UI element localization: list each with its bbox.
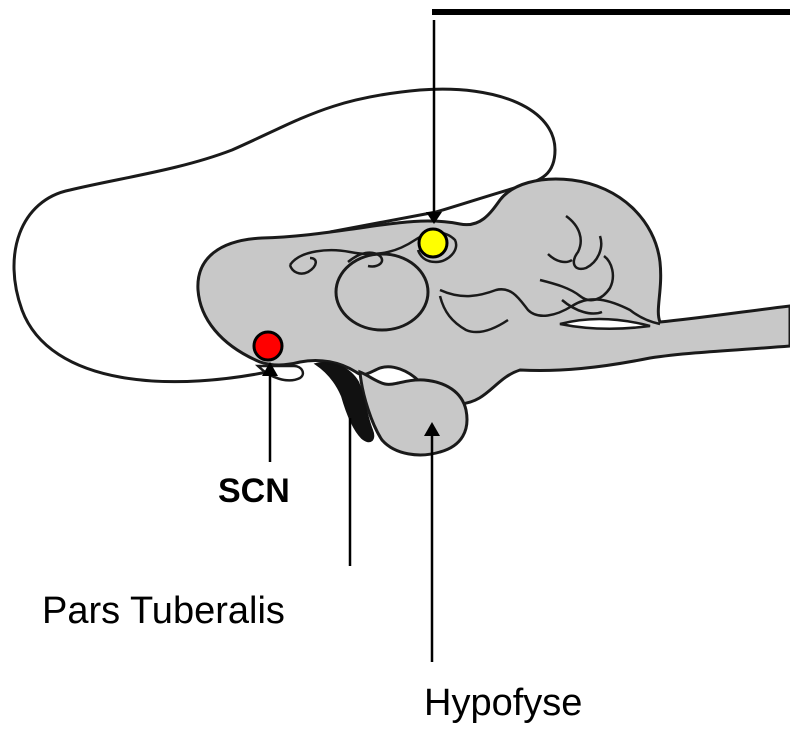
hypofyse-label: Hypofyse bbox=[424, 682, 582, 725]
scn-marker bbox=[254, 332, 282, 360]
pineal-marker bbox=[419, 229, 447, 257]
scn-label: SCN bbox=[218, 472, 290, 511]
pars-tuberalis-label: Pars Tuberalis bbox=[42, 590, 285, 633]
